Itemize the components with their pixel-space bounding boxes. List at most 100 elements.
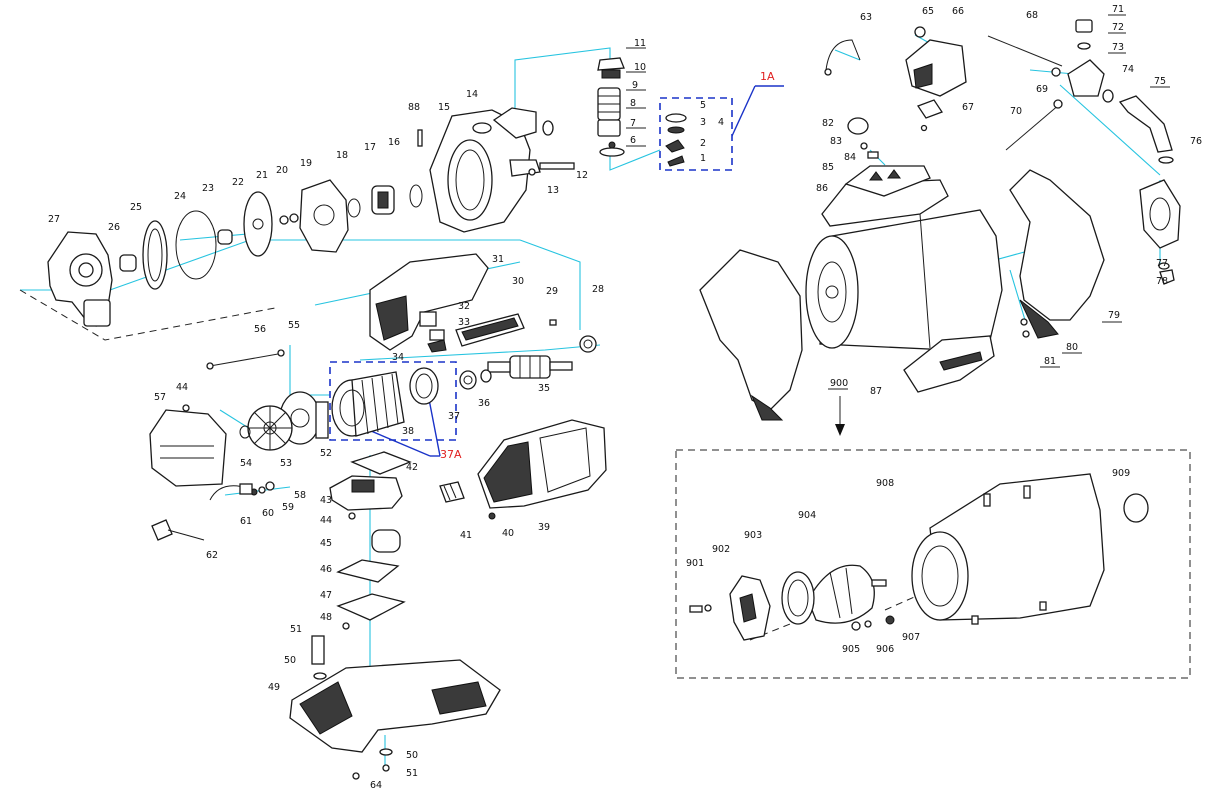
label-88: 88 <box>408 102 420 113</box>
label-43: 43 <box>320 495 332 506</box>
label-25: 25 <box>130 202 142 213</box>
label-1: 1 <box>700 153 706 164</box>
label-19: 19 <box>300 158 312 169</box>
label-55: 55 <box>288 320 300 331</box>
label-24: 24 <box>174 191 186 202</box>
label-907: 907 <box>902 632 920 643</box>
label-9: 9 <box>632 80 638 91</box>
label-16: 16 <box>388 137 400 148</box>
filter-stack-group <box>597 57 625 157</box>
label-49: 49 <box>268 682 280 693</box>
label-51: 51 <box>290 624 302 635</box>
label-56: 56 <box>254 324 266 335</box>
label-901: 901 <box>686 558 704 569</box>
label-26: 26 <box>108 222 120 233</box>
label-72: 72 <box>1112 22 1124 33</box>
label-44b: 44 <box>320 515 332 526</box>
tank-group <box>699 19 1181 436</box>
label-39: 39 <box>538 522 550 533</box>
pump-housing-group <box>47 107 575 327</box>
motor-group <box>149 253 607 780</box>
label-58: 58 <box>294 490 306 501</box>
label-73: 73 <box>1112 42 1124 53</box>
label-23: 23 <box>202 183 214 194</box>
label-54: 54 <box>240 458 252 469</box>
label-18: 18 <box>336 150 348 161</box>
label-79: 79 <box>1108 310 1120 321</box>
label-42: 42 <box>406 462 418 473</box>
label-62: 62 <box>206 550 218 561</box>
label-65: 65 <box>922 6 934 17</box>
label-6: 6 <box>630 135 636 146</box>
label-45: 45 <box>320 538 332 549</box>
label-48: 48 <box>320 612 332 623</box>
label-29: 29 <box>546 286 558 297</box>
callout-37a: 37A <box>440 448 462 461</box>
label-36: 36 <box>478 398 490 409</box>
label-12: 12 <box>576 170 588 181</box>
callout-1a: 1A <box>760 70 775 83</box>
label-50: 50 <box>284 655 296 666</box>
label-4: 4 <box>718 117 724 128</box>
label-53: 53 <box>280 458 292 469</box>
label-81: 81 <box>1044 356 1056 367</box>
label-61: 61 <box>240 516 252 527</box>
label-37: 37 <box>448 411 460 422</box>
label-51b: 51 <box>406 768 418 779</box>
label-47: 47 <box>320 590 332 601</box>
label-77: 77 <box>1156 258 1168 269</box>
label-2: 2 <box>700 138 706 149</box>
label-22: 22 <box>232 177 244 188</box>
label-75: 75 <box>1154 76 1166 87</box>
label-21: 21 <box>256 170 268 181</box>
label-57: 57 <box>154 392 166 403</box>
label-900: 900 <box>830 378 848 389</box>
label-908: 908 <box>876 478 894 489</box>
label-5: 5 <box>700 100 706 111</box>
label-63: 63 <box>860 12 872 23</box>
label-82: 82 <box>822 118 834 129</box>
label-909: 909 <box>1112 468 1130 479</box>
label-80: 80 <box>1066 342 1078 353</box>
label-76: 76 <box>1190 136 1202 147</box>
label-40: 40 <box>502 528 514 539</box>
label-28: 28 <box>592 284 604 295</box>
label-70: 70 <box>1010 106 1022 117</box>
label-50b: 50 <box>406 750 418 761</box>
label-31: 31 <box>492 254 504 265</box>
label-71: 71 <box>1112 4 1124 15</box>
label-85: 85 <box>822 162 834 173</box>
label-59: 59 <box>282 502 294 513</box>
label-67: 67 <box>962 102 974 113</box>
label-30: 30 <box>512 276 524 287</box>
label-46: 46 <box>320 564 332 575</box>
label-13: 13 <box>547 185 559 196</box>
label-52: 52 <box>320 448 332 459</box>
label-66: 66 <box>952 6 964 17</box>
label-27: 27 <box>48 214 60 225</box>
label-32: 32 <box>458 301 470 312</box>
label-17: 17 <box>364 142 376 153</box>
label-903: 903 <box>744 530 762 541</box>
label-904: 904 <box>798 510 816 521</box>
label-3: 3 <box>700 117 706 128</box>
label-15: 15 <box>438 102 450 113</box>
label-60: 60 <box>262 508 274 519</box>
label-906: 906 <box>876 644 894 655</box>
label-38: 38 <box>402 426 414 437</box>
label-86: 86 <box>816 183 828 194</box>
label-10: 10 <box>634 62 646 73</box>
label-33: 33 <box>458 317 470 328</box>
label-84: 84 <box>844 152 856 163</box>
label-64: 64 <box>370 780 382 791</box>
assembly-leaders <box>20 34 1161 770</box>
bladder-detail-group <box>675 449 1191 679</box>
label-68: 68 <box>1026 10 1038 21</box>
label-78: 78 <box>1156 276 1168 287</box>
label-69: 69 <box>1036 84 1048 95</box>
label-14: 14 <box>466 89 478 100</box>
label-83: 83 <box>830 136 842 147</box>
label-902: 902 <box>712 544 730 555</box>
label-34: 34 <box>392 352 404 363</box>
